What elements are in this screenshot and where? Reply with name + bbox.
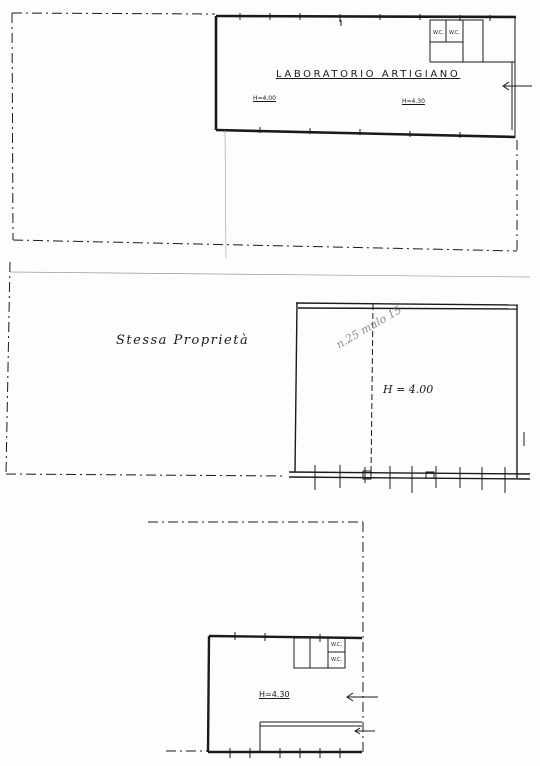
- top-entry-arrow: [502, 81, 532, 91]
- wc-label-bottom-1: W.C.: [331, 642, 343, 648]
- bottom-annex: [259, 721, 362, 752]
- top-faint-line: [224, 129, 227, 259]
- top-wc-block: [429, 19, 515, 63]
- room-label-laboratorio: LABORATORIO ARTIGIANO: [276, 69, 461, 80]
- bottom-plan: [148, 521, 378, 758]
- height-label-top-left: H=4.00: [253, 95, 276, 102]
- height-label-middle: H = 4.00: [383, 383, 434, 396]
- middle-plan: [5, 261, 531, 493]
- top-building-walls: [214, 14, 517, 139]
- bottom-entry-arrow: [346, 692, 378, 735]
- sheet-fold-line: [9, 271, 531, 278]
- middle-building-walls: [288, 302, 531, 480]
- wc-label-bottom-2: W.C.: [331, 657, 343, 663]
- property-label: Stessa Proprietà: [116, 333, 250, 348]
- top-lot-boundary: [11, 12, 518, 252]
- wc-label-top-2: W.C.: [449, 30, 461, 36]
- bottom-wc-block: [293, 637, 346, 669]
- height-label-top-right: H=4.30: [402, 98, 425, 105]
- middle-centerline: [370, 303, 374, 477]
- wc-label-top-1: W.C.: [433, 30, 445, 36]
- top-plan: [11, 12, 532, 259]
- height-label-bottom: H=4.30: [259, 690, 290, 699]
- middle-front-ticks: [314, 465, 506, 493]
- bottom-lot-boundary: [148, 521, 364, 752]
- middle-lot-boundary: [5, 261, 286, 477]
- bottom-wall-ticks: [229, 632, 341, 758]
